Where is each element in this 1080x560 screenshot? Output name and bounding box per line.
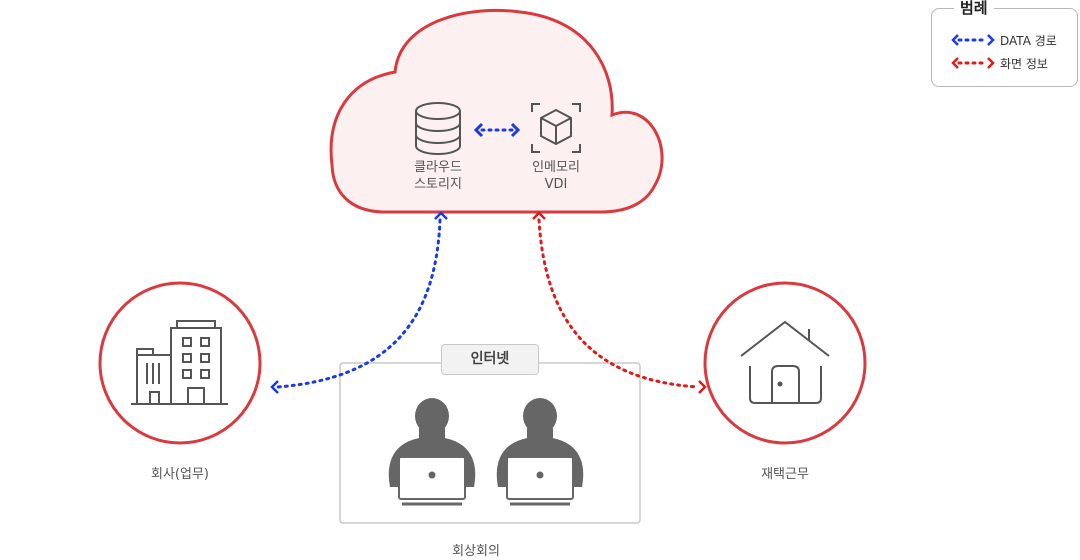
cloud-shape (329, 8, 664, 214)
vdi-cube-icon (531, 103, 581, 153)
legend-label-screen-info: 화면 정보 (1000, 56, 1048, 71)
house-icon (740, 320, 830, 404)
company-circle (98, 281, 262, 445)
company-label: 회사(업무) (151, 467, 209, 482)
person-with-laptop-icon (388, 398, 476, 506)
home-circle (703, 281, 867, 445)
legend-item-data-path: DATA 경로 (950, 31, 1057, 49)
person-with-laptop-icon (496, 398, 584, 506)
database-icon (415, 102, 461, 155)
legend-box: 범례 DATA 경로 화면 정보 (931, 0, 1078, 87)
cloud-storage-label: 클라우드 스토리지 (414, 160, 462, 192)
home-screen-path-arrow (532, 211, 707, 394)
red-dotted-arrow-icon (951, 57, 995, 69)
internet-label: 인터넷 (441, 344, 539, 375)
company-data-path-arrow (270, 211, 448, 394)
meeting-box (339, 362, 641, 524)
building-icon (131, 320, 228, 405)
storage-vdi-data-arrow (473, 122, 521, 138)
home-label: 재택근무 (761, 467, 809, 482)
blue-dotted-arrow-icon (951, 34, 995, 46)
legend-title: 범례 (954, 0, 994, 18)
legend-label-data-path: DATA 경로 (1000, 33, 1057, 48)
meeting-label: 회상회의 (452, 544, 500, 559)
legend-item-screen-info: 화면 정보 (950, 54, 1048, 72)
in-memory-vdi-label: 인메모리 VDI (532, 160, 580, 192)
